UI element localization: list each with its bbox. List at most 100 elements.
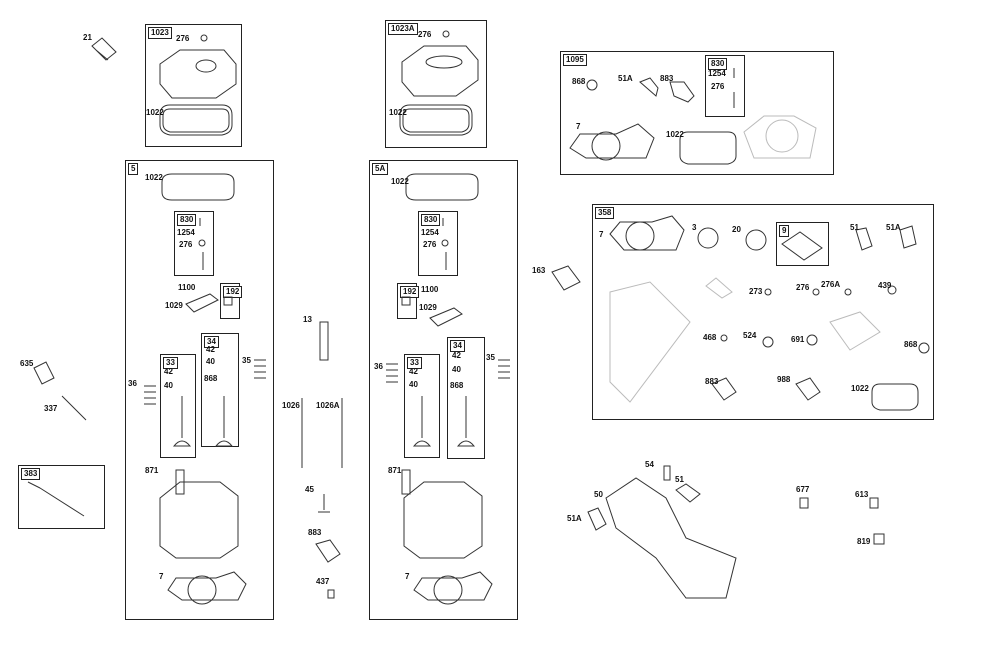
seal-20 (745, 229, 767, 251)
group-tag-1095: 1095 (563, 54, 587, 66)
group-box-1023: 1023 (145, 24, 242, 147)
label-613: 613 (855, 490, 869, 499)
label-1254-b: 1254 (177, 228, 195, 237)
gasket-1022-a (159, 104, 233, 136)
label-276-f: 276 (796, 283, 810, 292)
label-1100-b: 1100 (421, 285, 439, 294)
bolt-13 (319, 321, 329, 361)
label-40-a: 40 (164, 381, 173, 390)
label-40-d: 40 (452, 365, 461, 374)
gasket-1022-b (399, 104, 473, 136)
label-7-b: 7 (159, 572, 164, 581)
label-1254-c: 1254 (421, 228, 439, 237)
group-box-33-left: 33 (160, 354, 196, 458)
group-tag-5a: 5A (372, 163, 389, 175)
label-35-b: 35 (486, 353, 495, 362)
washer-276-a (200, 34, 208, 42)
group-box-830-upper: 830 (705, 55, 745, 117)
label-1026a: 1026A (316, 401, 340, 410)
label-1022-f: 1022 (851, 384, 869, 393)
label-437: 437 (316, 577, 330, 586)
label-51-b: 51 (675, 475, 684, 484)
group-tag-383: 383 (21, 468, 41, 480)
label-42-d: 42 (452, 351, 461, 360)
label-439: 439 (878, 281, 892, 290)
label-1022-a: 1022 (146, 108, 164, 117)
label-36-b: 36 (374, 362, 383, 371)
label-7-a: 7 (576, 122, 581, 131)
label-868-b: 868 (204, 374, 218, 383)
label-276-c: 276 (711, 82, 725, 91)
group-tag-34-left: 34 (204, 336, 219, 348)
label-276a: 276A (821, 280, 841, 289)
label-51a-b: 51A (886, 223, 901, 232)
group-tag-830-left: 830 (177, 214, 197, 226)
group-tag-1023a: 1023A (388, 23, 418, 35)
group-tag-358: 358 (595, 207, 615, 219)
label-273: 273 (749, 287, 763, 296)
label-163: 163 (532, 266, 546, 275)
label-337: 337 (44, 404, 58, 413)
label-988: 988 (777, 375, 791, 384)
group-box-1095: 1095 (560, 51, 834, 175)
label-883-b: 883 (308, 528, 322, 537)
label-1026: 1026 (282, 401, 300, 410)
valve-cover-1023a (401, 45, 479, 97)
label-1022-d: 1022 (145, 173, 163, 182)
cylinder-head-right (403, 481, 483, 559)
label-524: 524 (743, 331, 757, 340)
label-1254-a: 1254 (708, 69, 726, 78)
label-871-a: 871 (145, 466, 159, 475)
label-3: 3 (692, 223, 697, 232)
label-45: 45 (305, 485, 314, 494)
group-tag-9: 9 (779, 225, 790, 237)
label-1022-b: 1022 (389, 108, 407, 117)
valve-cover-1023 (159, 49, 237, 99)
group-box-830-left: 830 (174, 211, 214, 276)
group-box-33-right: 33 (404, 354, 440, 458)
label-51a-a: 51A (618, 74, 633, 83)
label-883-a: 883 (660, 74, 674, 83)
group-tag-34-right: 34 (450, 340, 465, 352)
label-50: 50 (594, 490, 603, 499)
label-1029-a: 1029 (165, 301, 183, 310)
label-677: 677 (796, 485, 810, 494)
label-21: 21 (83, 33, 92, 42)
label-635: 635 (20, 359, 34, 368)
label-40-b: 40 (206, 357, 215, 366)
label-42-c: 42 (409, 367, 418, 376)
manifold-50 (605, 477, 737, 599)
label-35-a: 35 (242, 356, 251, 365)
rocker-1029-left (185, 293, 219, 313)
head-gasket-7-b (167, 571, 247, 601)
label-691: 691 (791, 335, 805, 344)
label-51-a: 51 (850, 223, 859, 232)
tool-383 (27, 481, 85, 517)
label-42-b: 42 (206, 345, 215, 354)
group-box-358: 358 (592, 204, 934, 420)
group-box-34-right: 34 (447, 337, 485, 459)
group-box-5: 5 (125, 160, 274, 620)
label-51a-c: 51A (567, 514, 582, 523)
label-468: 468 (703, 333, 717, 342)
label-276-a: 276 (176, 34, 190, 43)
group-tag-1023: 1023 (148, 27, 172, 39)
group-box-5a: 5A (369, 160, 518, 620)
label-20: 20 (732, 225, 741, 234)
part-21 (91, 37, 117, 61)
group-tag-33-right: 33 (407, 357, 422, 369)
label-871-b: 871 (388, 466, 402, 475)
label-276-d: 276 (179, 240, 193, 249)
label-36-a: 36 (128, 379, 137, 388)
label-276-b: 276 (418, 30, 432, 39)
rocker-1029-right (429, 307, 463, 327)
label-7-d: 7 (599, 230, 604, 239)
group-box-34-left: 34 (201, 333, 239, 447)
label-1029-b: 1029 (419, 303, 437, 312)
label-868-c: 868 (450, 381, 464, 390)
group-box-383: 383 (18, 465, 105, 529)
label-883-c: 883 (705, 377, 719, 386)
head-gasket-7-a (569, 123, 655, 159)
valve-left-b (214, 396, 234, 447)
